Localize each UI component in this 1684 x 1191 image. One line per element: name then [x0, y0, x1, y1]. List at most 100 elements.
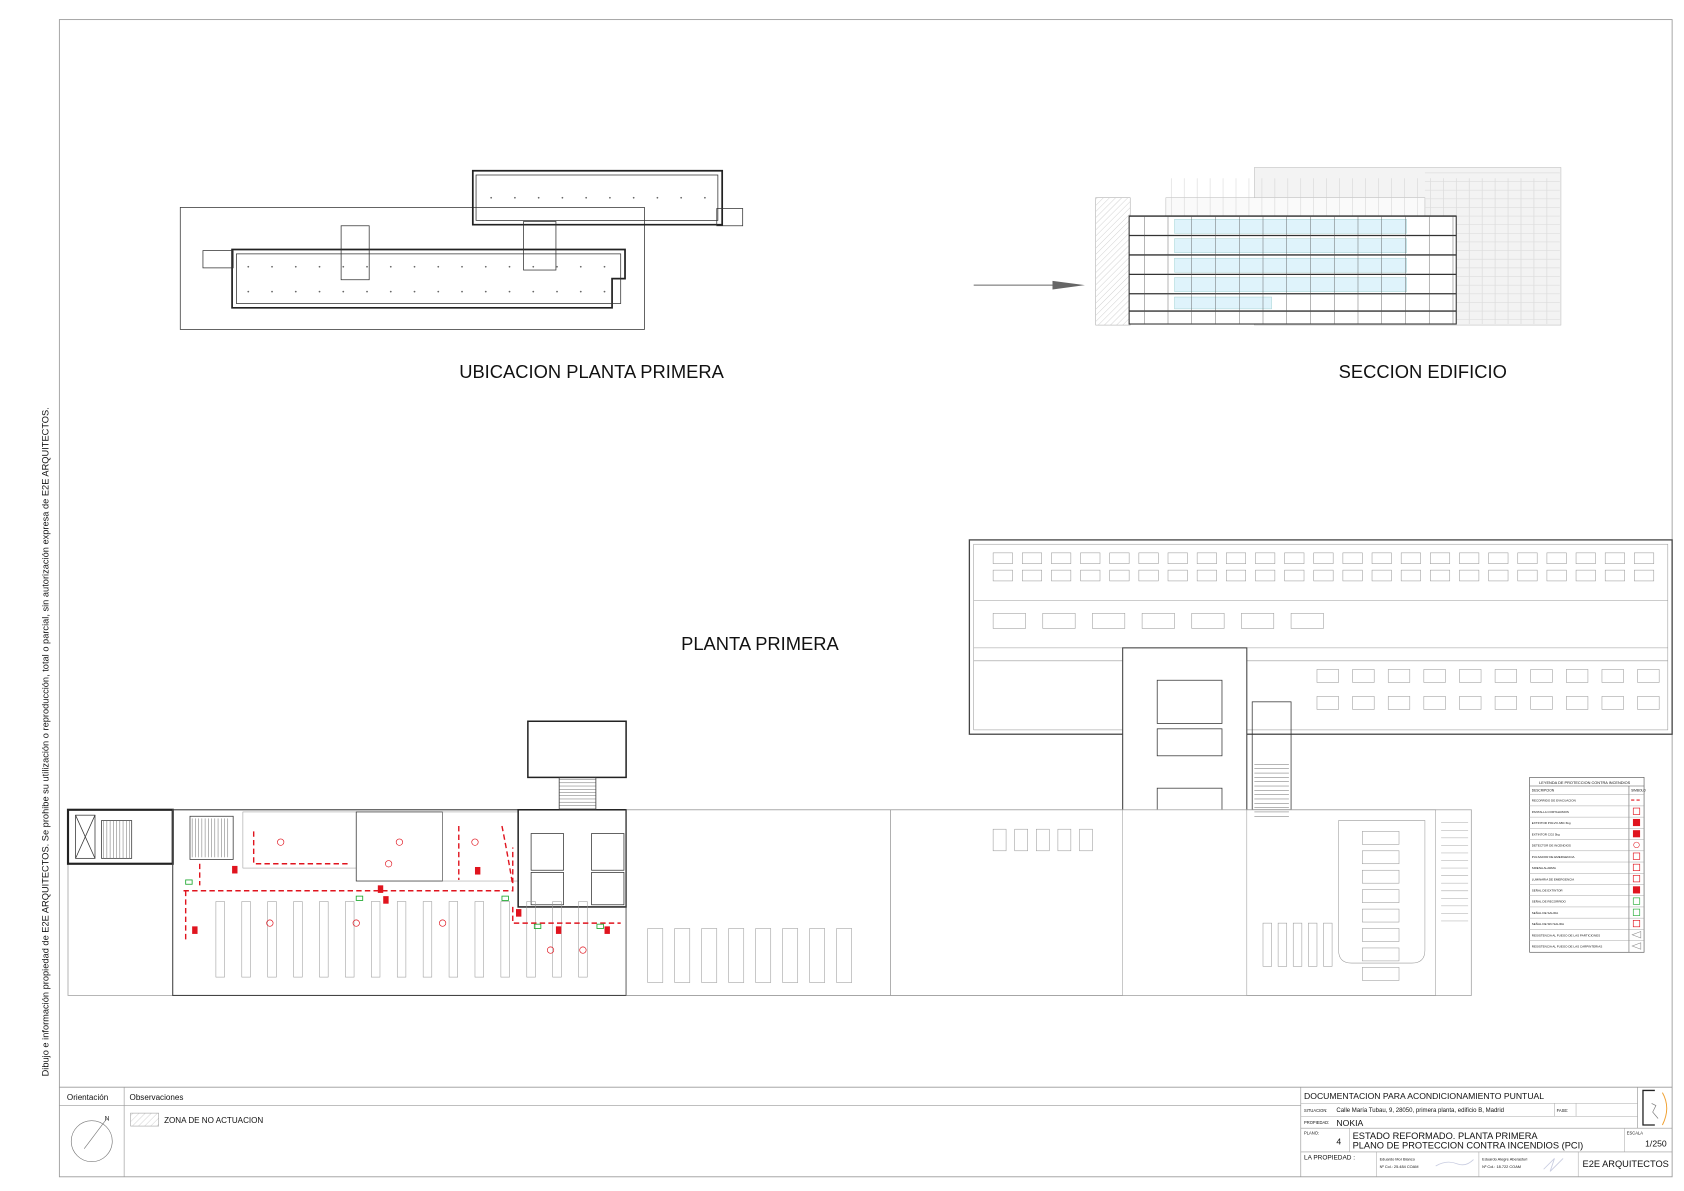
- desk: [1575, 552, 1596, 564]
- desk: [1167, 552, 1188, 564]
- desk: [1371, 569, 1392, 582]
- desk: [1517, 569, 1538, 582]
- architect-2-license: Nº Col.: 18.722 COAM: [1482, 1164, 1521, 1169]
- desk: [1601, 669, 1624, 683]
- desk: [1488, 552, 1509, 564]
- desk: [1342, 569, 1363, 582]
- legend-item-label: LUMINARIA DE EMERGENCIA: [1532, 877, 1574, 881]
- desk: [647, 928, 664, 983]
- fire-resistance-icon: [1631, 942, 1642, 950]
- column-dot: [461, 290, 463, 293]
- meeting-table: [1362, 928, 1400, 942]
- desk: [1051, 552, 1072, 564]
- shelf: [474, 901, 484, 978]
- section-title: SECCION EDIFICIO: [1339, 361, 1507, 382]
- pci-legend: LEYENDA DE PROTECCION CONTRA INCENDIOS D…: [1529, 777, 1646, 953]
- location-plan-title: UBICACION PLANTA PRIMERA: [459, 361, 724, 382]
- desk: [1313, 552, 1334, 564]
- column-dot: [294, 265, 297, 268]
- column-dot: [532, 265, 535, 268]
- column-dot: [271, 290, 273, 293]
- desk: [1316, 696, 1339, 710]
- desk: [992, 552, 1013, 564]
- observations-label: Observaciones: [130, 1093, 184, 1102]
- column-dot: [366, 290, 368, 293]
- desk: [1546, 569, 1567, 582]
- desk: [1459, 669, 1482, 683]
- column-dot: [537, 196, 540, 199]
- column-dot: [247, 265, 250, 268]
- shelf: [267, 901, 277, 978]
- extinguisher-icon: [474, 866, 481, 875]
- legend-symbol-icon: [1632, 875, 1641, 883]
- smoke-detector-icon: [352, 919, 360, 927]
- desk: [1167, 569, 1188, 582]
- scale-label: ESCALA: [1627, 1131, 1643, 1136]
- desk: [1255, 569, 1276, 582]
- desk: [992, 569, 1013, 582]
- desk: [1284, 569, 1305, 582]
- scale-value: 1/250: [1645, 1139, 1667, 1149]
- desk: [1637, 696, 1660, 710]
- desk: [1036, 828, 1050, 852]
- desk: [836, 928, 852, 983]
- desk: [1226, 569, 1246, 582]
- shelf: [552, 901, 562, 978]
- shelf: [396, 901, 407, 978]
- desk: [1080, 552, 1101, 564]
- column-dot: [413, 265, 416, 268]
- desk: [1387, 669, 1411, 683]
- shelf: [215, 901, 225, 978]
- plan-number: 4: [1336, 1136, 1341, 1146]
- desk: [1634, 552, 1655, 564]
- desk: [701, 928, 718, 983]
- shelf: [448, 901, 458, 978]
- column-dot: [318, 290, 321, 293]
- desk: [1566, 696, 1589, 710]
- column-dot: [461, 265, 463, 268]
- smoke-detector-icon: [1633, 841, 1640, 849]
- legend-item-label: SEÑAL DE EXTINTOR: [1532, 887, 1564, 892]
- column-dot: [389, 265, 392, 268]
- glazed-office: [1174, 219, 1407, 234]
- desk: [1109, 569, 1130, 582]
- meeting-table: [1362, 889, 1400, 903]
- desk: [755, 928, 772, 983]
- column-dot: [484, 265, 487, 268]
- legend-item-label: EXTINTOR POLVO ABC 6kg: [1532, 821, 1571, 825]
- location-plan: [179, 169, 744, 330]
- smoke-detector-icon: [546, 946, 555, 954]
- desk: [809, 928, 825, 983]
- desk: [1566, 669, 1589, 683]
- meeting-table: [1362, 831, 1400, 845]
- meeting-table: [1042, 613, 1076, 629]
- desk: [1517, 552, 1538, 564]
- legend-symbol-icon: [1632, 830, 1641, 838]
- meeting-table: [1362, 850, 1400, 865]
- desk: [1226, 552, 1246, 564]
- shelf: [371, 901, 381, 978]
- desk: [1423, 669, 1446, 683]
- desk: [1530, 696, 1553, 710]
- legend-symbol-icon: [1632, 886, 1641, 894]
- building-section: [973, 167, 1562, 326]
- legend-symbol-icon: [1632, 852, 1641, 860]
- extinguisher-icon: [383, 896, 389, 904]
- column-dot: [656, 196, 659, 199]
- meeting-table: [992, 613, 1026, 629]
- situation-value: Calle María Tubau, 9, 28050, primera pla…: [1336, 1108, 1504, 1114]
- meeting-table: [1362, 947, 1400, 962]
- north-arrow-icon: N: [70, 1116, 113, 1163]
- copyright-note: Dibujo e información propiedad de E2E AR…: [41, 407, 51, 1076]
- legend-title: LEYENDA DE PROTECCION CONTRA INCENDIOS: [1539, 780, 1630, 785]
- shelf: [345, 901, 355, 978]
- column-dot: [680, 196, 683, 199]
- shelf: [526, 901, 536, 978]
- desk: [1494, 669, 1517, 683]
- column-dot: [532, 290, 535, 293]
- meeting-table: [1241, 613, 1275, 629]
- desk: [1604, 552, 1625, 564]
- column-dot: [484, 290, 487, 293]
- desk: [1022, 569, 1042, 582]
